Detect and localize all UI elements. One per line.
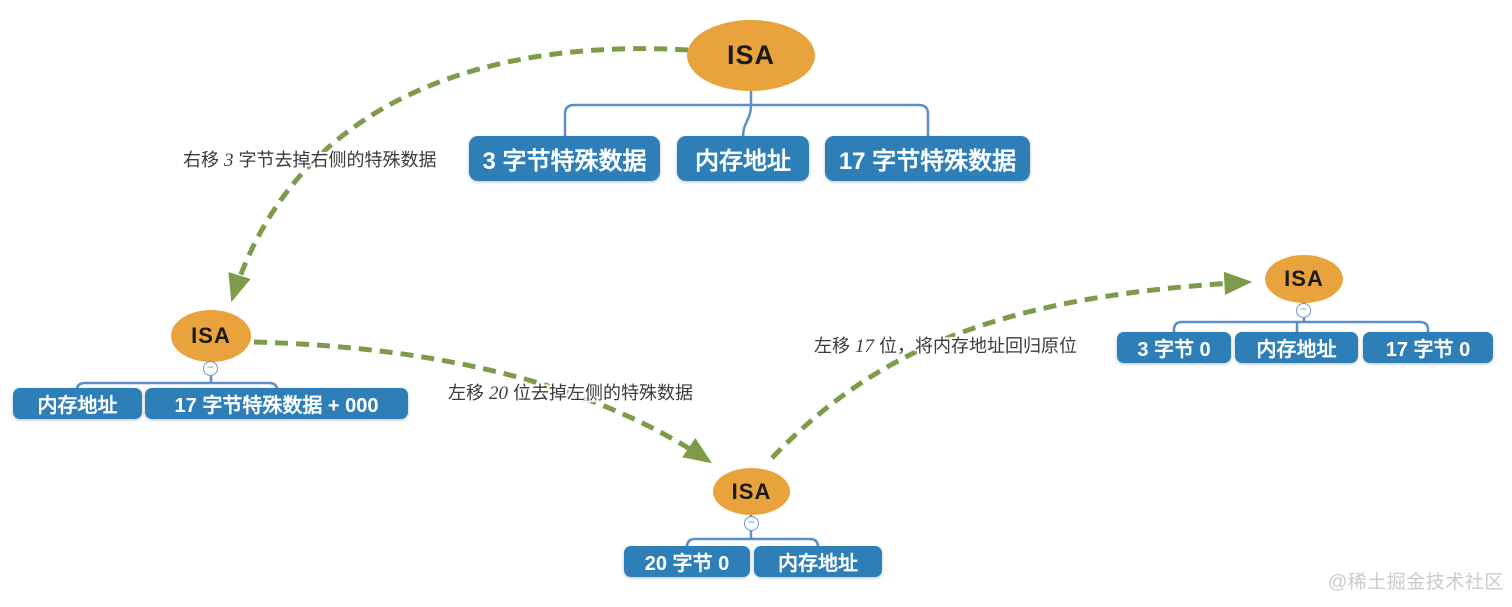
- box-right-3bytes-zero[interactable]: 3 字节 0: [1117, 332, 1231, 363]
- collapse-icon[interactable]: −: [744, 516, 759, 531]
- collapse-icon[interactable]: −: [1296, 303, 1311, 318]
- isa-node-left[interactable]: ISA: [171, 310, 251, 362]
- edge-label-shift-left-17: 左移 17 位，将内存地址回归原位: [814, 332, 1077, 358]
- box-left-memory-address[interactable]: 内存地址: [13, 388, 142, 419]
- edge-shift-left-20: [253, 339, 712, 465]
- edge-label-text: 字节去掉右侧的特殊数据: [233, 150, 437, 170]
- edge-label-number: 3: [224, 150, 234, 171]
- edge-label-text: 左移: [814, 336, 856, 356]
- edge-label-shift-left-20: 左移 20 位去掉左侧的特殊数据: [448, 379, 693, 405]
- isa-node-right[interactable]: ISA: [1265, 255, 1343, 303]
- connector-left-bracket: [75, 381, 279, 391]
- edge-label-number: 20: [489, 383, 509, 404]
- box-bottom-memory-address[interactable]: 内存地址: [754, 546, 882, 577]
- box-top-memory-address[interactable]: 内存地址: [677, 136, 809, 181]
- edge-label-text: 左移: [448, 383, 490, 403]
- connector-bottom-bracket: [685, 537, 820, 548]
- connector-right-bracket: [1172, 320, 1430, 333]
- edge-label-number: 17: [855, 336, 875, 357]
- edge-label-shift-right-3: 右移 3 字节去掉右侧的特殊数据: [183, 146, 437, 172]
- box-right-memory-address[interactable]: 内存地址: [1235, 332, 1358, 363]
- box-left-17bytes-special-000[interactable]: 17 字节特殊数据 + 000: [145, 388, 408, 419]
- isa-node-bottom[interactable]: ISA: [713, 468, 790, 515]
- edge-label-text: 位去掉左侧的特殊数据: [508, 383, 694, 403]
- connector-top-middle-drop: [741, 104, 753, 138]
- watermark: @稀土掘金技术社区: [1328, 572, 1504, 593]
- collapse-icon[interactable]: −: [203, 361, 218, 376]
- box-top-3bytes-special[interactable]: 3 字节特殊数据: [469, 136, 660, 181]
- connector-top-bracket: [563, 103, 930, 137]
- box-bottom-20bytes-zero[interactable]: 20 字节 0: [624, 546, 750, 577]
- edge-label-text: 位，将内存地址回归原位: [874, 336, 1078, 356]
- edge-shift-left-17: [770, 271, 1253, 460]
- edge-label-text: 右移: [183, 150, 225, 170]
- edge-shift-right-3: [228, 46, 689, 303]
- box-right-17bytes-zero[interactable]: 17 字节 0: [1363, 332, 1493, 363]
- box-top-17bytes-special[interactable]: 17 字节特殊数据: [825, 136, 1030, 181]
- isa-node-top[interactable]: ISA: [687, 20, 815, 91]
